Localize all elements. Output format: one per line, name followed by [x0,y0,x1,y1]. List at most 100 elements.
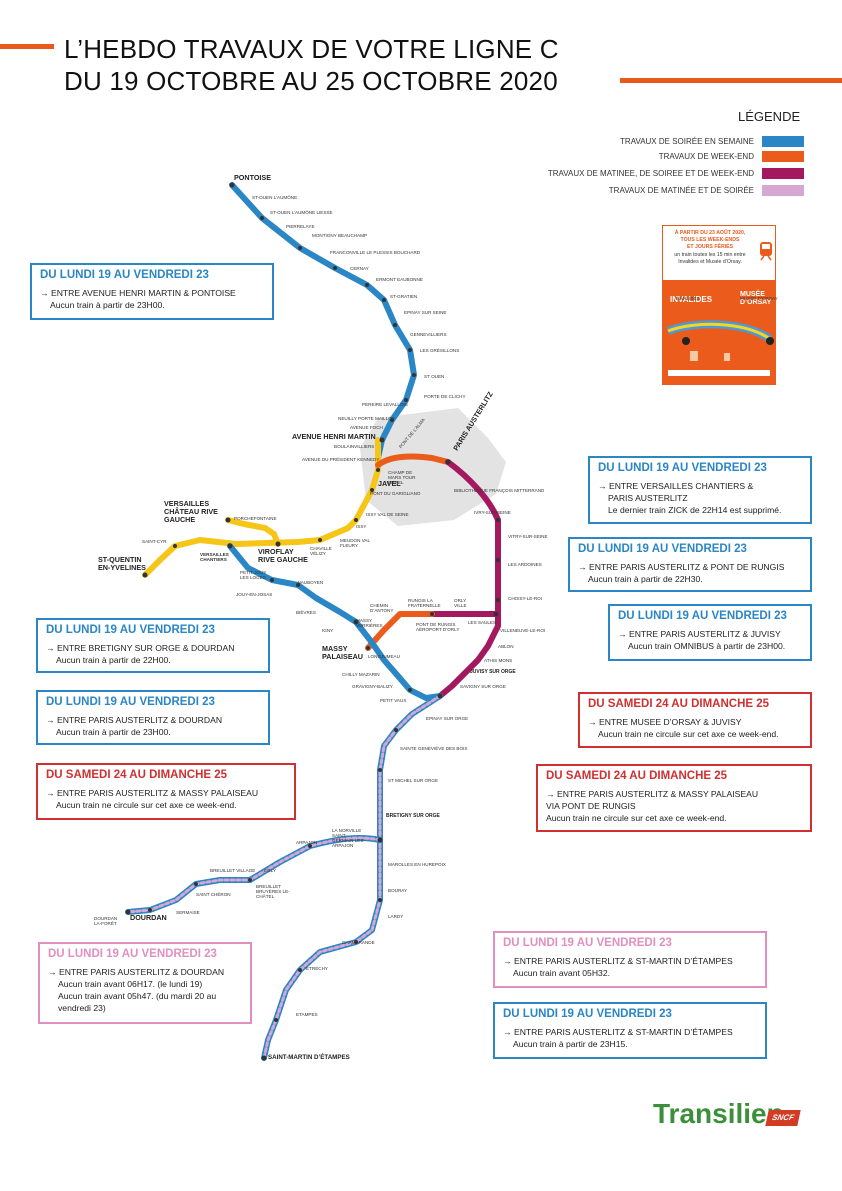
info-box-austerlitz-st-martin-morning: DU LUNDI 19 AU VENDREDI 23 → ENTRE PARIS… [493,931,767,988]
header-accent-left [0,44,54,49]
line-versailles-chateau [225,517,281,547]
station-label: CHEMIN D’ANTONY [370,603,394,613]
header-accent-right [620,78,842,83]
promo-station-invalides: INVALIDES [670,295,713,304]
station-label: PORTE DE CLICHY [424,394,466,399]
station-label: LES ARDOINES [508,562,542,567]
station-label: MUSÉE D’ORSAY [740,296,778,301]
line-paris-orange [375,453,451,468]
station-label: MEUDON VAL FLEURY [340,538,370,548]
station-label: VILLENEUVE-LE-ROI [500,628,546,633]
station-label: CHAMARANDE [342,940,375,945]
station-label: BREUILLET VILLAGE [210,868,256,873]
station-label: LARDY [388,914,404,919]
station-label: ARPAJON [296,840,318,845]
page-title-line2: DU 19 OCTOBRE AU 25 OCTOBRE 2020 [64,66,558,96]
paris-area [360,408,506,526]
station-label: MONTIGNY BEAUCHAMP [312,233,368,238]
info-box-austerlitz-st-martin-evening: DU LUNDI 19 AU VENDREDI 23 → ENTRE PARIS… [493,1002,767,1059]
train-icon [760,242,772,261]
station-label: JOUY-EN-JOSAS [236,592,273,597]
station-label: ST-GRATIEN [390,294,418,299]
station-label: CHOISY-LE-ROI [508,596,543,601]
station-label: ST MICHEL SUR ORGE [388,778,439,783]
legend-swatch-lilac [762,185,804,196]
station-label: SAINT-CYR [142,539,167,544]
info-box-austerlitz-dourdan-evening: DU LUNDI 19 AU VENDREDI 23 → ENTRE PARIS… [36,690,270,745]
station-label: VITRY-SUR-SEINE [508,534,548,539]
station-bretigny: BRETIGNY SUR ORGE [386,813,440,819]
station-label: RUNGIS LA FRATERNELLE [408,598,441,608]
station-label: PORCHEFONTAINE [234,516,277,521]
line-austerlitz-juvisy [437,459,501,699]
station-label: ATHIS MONS [484,658,513,663]
station-label: PETIT VAUX [380,698,407,703]
line-dourdan-branch [125,835,383,915]
station-label: LES GRÉSILLONS [420,348,460,353]
station-label: SAINT CHÉRON [196,892,231,897]
station-label: BOULAINVILLIERS [334,444,375,449]
station-label: ISSY VAL DE SEINE [366,512,409,517]
legend-item-weekday-evening: TRAVAUX DE SOIRÉE EN SEMAINE [620,136,804,147]
legend-swatch-purple [762,168,804,179]
page-title-line1: L’HEBDO TRAVAUX DE VOTRE LIGNE C [64,34,559,64]
transilien-logo: Transilien [653,1098,784,1129]
station-label: BREUILLET BRUYÈRES LE-CHÂTEL [256,884,290,899]
legend-swatch-blue [762,136,804,147]
station-label: ST OUEN [424,374,445,379]
station-juvisy: JUVISY SUR ORGE [470,669,516,675]
info-box-austerlitz-juvisy: DU LUNDI 19 AU VENDREDI 23 → ENTRE PARIS… [608,604,812,661]
info-box-bretigny-dourdan: DU LUNDI 19 AU VENDREDI 23 → ENTRE BRETI… [36,618,270,673]
station-label: CHAMP DE MARS TOUR EIFFEL [388,470,416,485]
legend-item-morning-evening-weekend: TRAVAUX DE MATINEE, DE SOIREE ET DE WEEK… [548,168,804,179]
station-label: IVRY-SUR-SEINE [474,510,511,515]
station-viroflay: VIROFLAY RIVE GAUCHE [258,547,308,564]
station-label: GRAVIGNY-BALIZY [352,684,393,689]
station-dourdan: DOURDAN [130,913,167,922]
line-rungis-orange [365,611,435,651]
legend-item-morning-evening: TRAVAUX DE MATINÉE ET DE SOIRÉE [609,185,804,196]
station-label: DOURDAN LA-FORÊT [94,916,118,926]
promo-route-graphic [666,320,774,361]
legend-item-weekend: TRAVAUX DE WEEK-END [659,151,804,162]
station-label: AVENUE DU PRÉSIDENT KENNEDY [302,457,380,462]
station-label: NEUILLY PORTE MAILLOT [338,416,395,421]
station-label: PONT DU GARIGLIANO [370,491,421,496]
station-label: ETRÉCHY [306,966,328,971]
info-box-orsay-juvisy-weekend: DU SAMEDI 24 AU DIMANCHE 25 → ENTRE MUSE… [578,692,812,748]
station-label: ISSY [356,524,367,529]
legend-heading: LÉGENDE [738,109,801,124]
info-box-austerlitz-massy-weekend: DU SAMEDI 24 AU DIMANCHE 25 → ENTRE PARI… [36,763,296,820]
station-label: EGLY [264,868,276,873]
station-label: CHILLY MAZARIN [342,672,380,677]
station-label: LONGJUMEAU [368,654,400,659]
info-box-austerlitz-dourdan-morning: DU LUNDI 19 AU VENDREDI 23 → ENTRE PARIS… [38,942,252,1024]
station-label: INVALIDES [676,296,700,301]
promo-header: À PARTIR DU 23 AOÛT 2020, TOUS LES WEEK-… [662,225,776,281]
station-label: FRANCONVILLE LE PLESSIS BOUCHARD [330,250,421,255]
station-label: LA NORVILLE SAINT-GERMAIN LES-ARPAJON [332,828,365,848]
info-box-versailles-austerlitz: DU LUNDI 19 AU VENDREDI 23 → ENTRE VERSA… [588,456,812,524]
info-box-austerlitz-massy-rungis-weekend: DU SAMEDI 24 AU DIMANCHE 25 → ENTRE PARI… [536,764,812,832]
station-label: IGNY [322,628,334,633]
station-label: VERSAILLES CHANTIERS [200,552,229,562]
station-label: BOURAY [388,888,408,893]
info-box-henri-martin-pontoise: DU LUNDI 19 AU VENDREDI 23 → ENTRE AVENU… [30,263,274,320]
station-label: CERNAY [350,266,369,271]
station-pontoise: PONTOISE [234,173,272,182]
station-versailles-chateau: VERSAILLES CHÂTEAU RIVE GAUCHE [164,499,218,524]
station-label: ETAMPES [296,1012,318,1017]
station-label: ORLY VILLE [454,598,467,608]
station-label: GENNEVILLIERS [410,332,447,337]
station-javel: JAVEL [378,479,401,488]
station-st-quentin: ST-QUENTIN EN-YVELINES [98,555,146,572]
station-label: PETIT JOUY LES LOGES [240,570,267,580]
station-label: ST-OUEN L’AUMÔNE LIESSE [270,210,333,215]
station-label: LES SAULES [468,620,497,625]
station-label: MASSY VERRIÈRES [356,618,383,628]
station-label: SAVIGNY SUR ORGE [460,684,506,689]
station-label: PONT DE RUNGIS AÉROPORT D’ORLY [416,622,460,632]
station-label: SERMAISE [176,910,200,915]
station-label: AVENUE FOCH [350,425,383,430]
station-massy: MASSY PALAISEAU [322,644,363,661]
